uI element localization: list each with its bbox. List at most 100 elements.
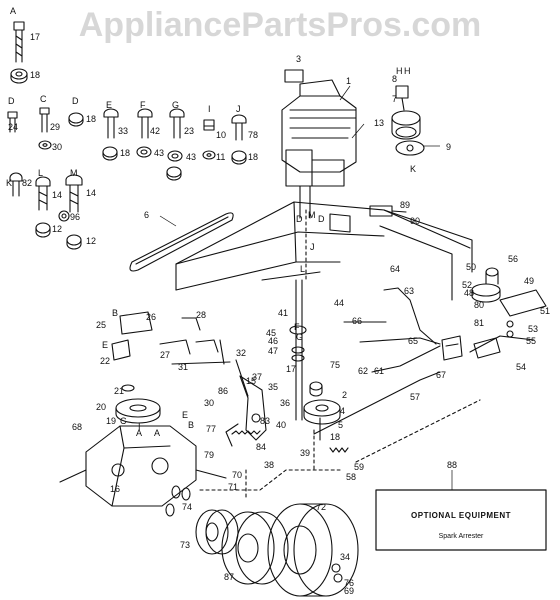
callout-5: 5 (338, 420, 343, 430)
legend-nut-i: 11 (216, 152, 225, 162)
legend-letter-a: A (10, 6, 16, 16)
transaxle (59, 425, 227, 507)
idler-pulley (303, 399, 341, 441)
assembly-lines (199, 209, 481, 501)
callout-66: 66 (352, 316, 362, 326)
hardware-bolt-m (65, 174, 83, 250)
callout-36: 36 (280, 398, 290, 408)
callout-45: 45 (266, 328, 276, 338)
engine (281, 79, 357, 219)
callout-32: 32 (236, 348, 246, 358)
legend-part-g: 23 (184, 126, 194, 136)
callout-28: 28 (196, 310, 206, 320)
callout-76: 76 (344, 578, 354, 588)
callout-7: 7 (392, 94, 397, 104)
callout-79: 79 (204, 450, 214, 460)
callout-20: 20 (96, 402, 106, 412)
callout-1: 1 (346, 76, 351, 86)
callout-40: 40 (276, 420, 286, 430)
legend-part-i: 10 (216, 130, 226, 140)
callout-27: 27 (160, 350, 170, 360)
callout-8: 8 (392, 74, 397, 84)
hardware-bolt-e (102, 108, 119, 161)
callout-30: 30 (204, 398, 214, 408)
legend-part-e: 33 (118, 126, 128, 136)
callout-81: 81 (474, 318, 484, 328)
callout-25: 25 (96, 320, 106, 330)
wheel-hub (195, 509, 239, 555)
legend-letter-i: I (208, 104, 211, 114)
letter-marker-d-1: D (318, 214, 325, 224)
callout-44: 44 (334, 298, 344, 308)
callout-54: 54 (516, 362, 526, 372)
letter-marker-d-0: D (296, 214, 303, 224)
hardware-bolt-j (231, 114, 247, 165)
callout-51: 51 (540, 306, 550, 316)
hardware-bolt-d (7, 111, 18, 133)
hardware-bolt-a (13, 21, 25, 63)
callout-46: 46 (268, 336, 278, 346)
callout-57: 57 (410, 392, 420, 402)
callout-18: 18 (330, 432, 340, 442)
optional-box-item: Spark Arrester (439, 533, 484, 540)
callout-3: 3 (296, 54, 301, 64)
letter-marker-f-0: F (294, 322, 300, 332)
hardware-bolt-i (202, 119, 216, 160)
left-brackets (111, 311, 231, 365)
callout-89: 89 (400, 200, 410, 210)
callout-21: 21 (114, 386, 124, 396)
letter-marker-h-0: H (396, 66, 403, 76)
center-shaft (289, 279, 323, 421)
callout-31: 31 (178, 362, 188, 372)
callout-26: 26 (146, 312, 156, 322)
letter-marker-j-0: J (310, 242, 315, 252)
transaxle-pulley (115, 384, 161, 424)
callout-35: 35 (268, 382, 278, 392)
callout-13: 13 (374, 118, 384, 128)
legend-nut-j: 18 (248, 152, 258, 162)
letter-marker-a-1: A (154, 428, 160, 438)
letter-marker-k-0: K (410, 164, 416, 174)
callout-86: 86 (218, 386, 228, 396)
callout-71: 71 (228, 482, 238, 492)
legend-part-k: 82 (22, 178, 32, 188)
legend-part-c: 29 (50, 122, 60, 132)
callout-9: 9 (446, 142, 451, 152)
callout-15: 15 (246, 376, 256, 386)
letter-marker-e-0: E (102, 340, 108, 350)
legend-nut-l: 12 (52, 224, 62, 234)
clutch-lever (225, 359, 267, 447)
callout-56: 56 (508, 254, 518, 264)
axle-end-parts (331, 563, 343, 583)
callout-58: 58 (346, 472, 356, 482)
callout-39: 39 (300, 448, 310, 458)
callout-41: 41 (278, 308, 288, 318)
legend-part-d2: 18 (86, 114, 96, 124)
legend-letter-l: L (38, 168, 43, 178)
hardware-bolt-g (166, 108, 185, 181)
optional-box-title: OPTIONAL EQUIPMENT (411, 511, 511, 520)
optional-equipment-box (375, 489, 547, 551)
callout-63: 63 (404, 286, 414, 296)
hardware-bolt-c (38, 107, 52, 150)
callout-73: 73 (180, 540, 190, 550)
callout-68: 68 (72, 422, 82, 432)
legend-nut-m: 12 (86, 236, 96, 246)
hardware-nut-a (10, 68, 28, 84)
axle-parts (165, 485, 191, 517)
letter-marker-h-1: H (404, 66, 411, 76)
callout-22: 22 (100, 356, 110, 366)
drive-belt (129, 212, 234, 272)
letter-marker-c-0: C (120, 416, 127, 426)
legend-washer-l: 96 (70, 212, 80, 222)
callout-52: 52 (462, 280, 472, 290)
tire (267, 503, 359, 597)
legend-part-m: 14 (86, 188, 96, 198)
legend-letter-g: G (172, 100, 179, 110)
legend-part-l: 14 (52, 190, 62, 200)
callout-53: 53 (528, 324, 538, 334)
callout-80: 80 (474, 300, 484, 310)
